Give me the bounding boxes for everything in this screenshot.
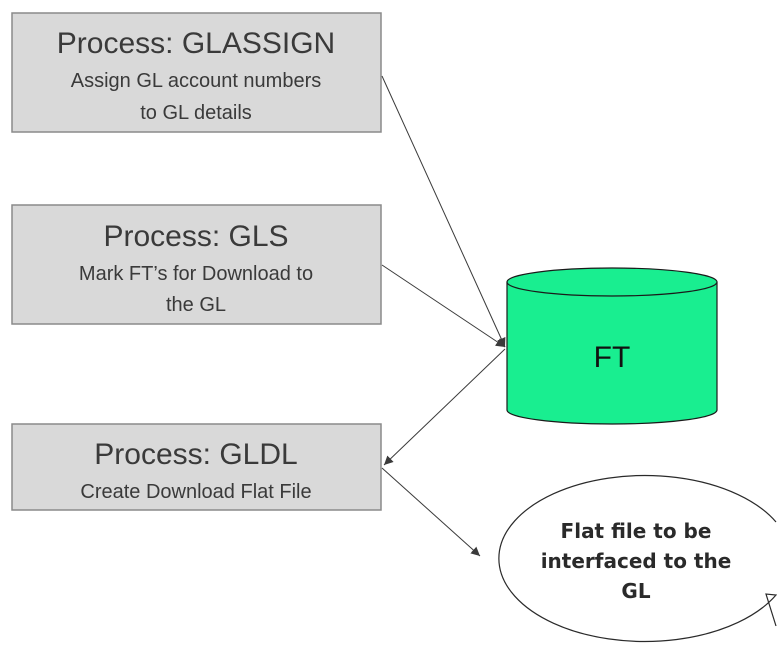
arrow-gls-to-ft: [381, 264, 506, 348]
arrow-glassign-to-ft: [381, 75, 506, 348]
process-box-gldl-shape: [11, 423, 382, 511]
flat-file-callout-shape: [498, 474, 777, 643]
process-desc-glassign-line2: to GL details: [140, 102, 252, 124]
callout-text-line1: Flat file to be: [561, 519, 712, 543]
arrow-ft-to-gldl: [383, 348, 506, 466]
process-title-glassign: Process: GLASSIGN: [57, 27, 335, 60]
database-ft-top: [506, 267, 718, 297]
callout-text-line2: interfaced to the: [541, 549, 732, 573]
process-box-gls: Process: GLS Mark FT’s for Download to t…: [11, 204, 382, 325]
process-box-glassign-shape: [11, 12, 382, 133]
database-ft: FT: [506, 267, 718, 425]
process-box-glassign: Process: GLASSIGN Assign GL account numb…: [11, 12, 382, 133]
process-box-gls-shape: [11, 204, 382, 325]
database-ft-body: [506, 282, 718, 425]
flat-file-callout: Flat file to be interfaced to the GL: [498, 474, 777, 643]
process-title-gls: Process: GLS: [103, 220, 288, 253]
process-box-gldl: Process: GLDL Create Download Flat File: [11, 423, 382, 511]
arrow-gldl-to-flat-file: [381, 467, 481, 557]
callout-text-line3: GL: [621, 579, 650, 603]
process-desc-glassign-line1: Assign GL account numbers: [71, 70, 322, 92]
database-ft-label: FT: [594, 341, 631, 374]
process-desc-gls-line2: the GL: [166, 294, 226, 316]
process-desc-gldl-line1: Create Download Flat File: [80, 481, 311, 503]
process-title-gldl: Process: GLDL: [94, 438, 297, 471]
process-desc-gls-line1: Mark FT’s for Download to: [79, 263, 313, 285]
